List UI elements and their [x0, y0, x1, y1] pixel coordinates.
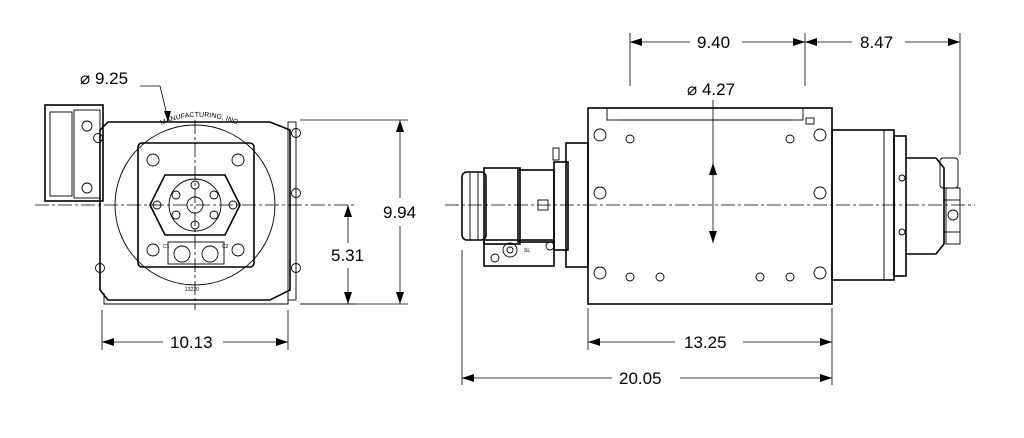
side-top-dim-1: 9.40 — [697, 33, 730, 52]
side-top-dim-2: 8.47 — [860, 33, 893, 52]
front-diameter-label: ⌀ 9.25 — [80, 69, 128, 88]
side-clamp — [44, 104, 104, 202]
side-diameter-label: ⌀ 4.27 — [687, 80, 735, 99]
reservoir-body — [587, 107, 833, 305]
electrical-connector — [906, 157, 945, 255]
part-number: 13220 — [185, 287, 199, 293]
front-view: C1 C2 MANUFACTURING, INC. 13220 — [35, 104, 355, 310]
housing — [99, 121, 291, 301]
front-height-overall: 9.94 — [383, 203, 416, 222]
side-view: SL — [445, 107, 975, 305]
side-overall-length: 20.05 — [619, 369, 662, 388]
front-dimensions: ⌀ 9.25 9.94 5.31 10.13 — [80, 69, 416, 352]
svg-text:SL: SL — [524, 248, 530, 254]
motor-end-cap — [461, 171, 487, 241]
side-dimensions: 9.40 8.47 ⌀ 4.27 13.25 20.05 — [461, 33, 961, 388]
front-height-center: 5.31 — [331, 246, 364, 265]
svg-text:C2: C2 — [222, 244, 229, 250]
svg-text:C1: C1 — [163, 244, 170, 250]
side-body-length: 13.25 — [684, 333, 727, 352]
front-width: 10.13 — [170, 333, 213, 352]
valve-block — [483, 239, 555, 267]
